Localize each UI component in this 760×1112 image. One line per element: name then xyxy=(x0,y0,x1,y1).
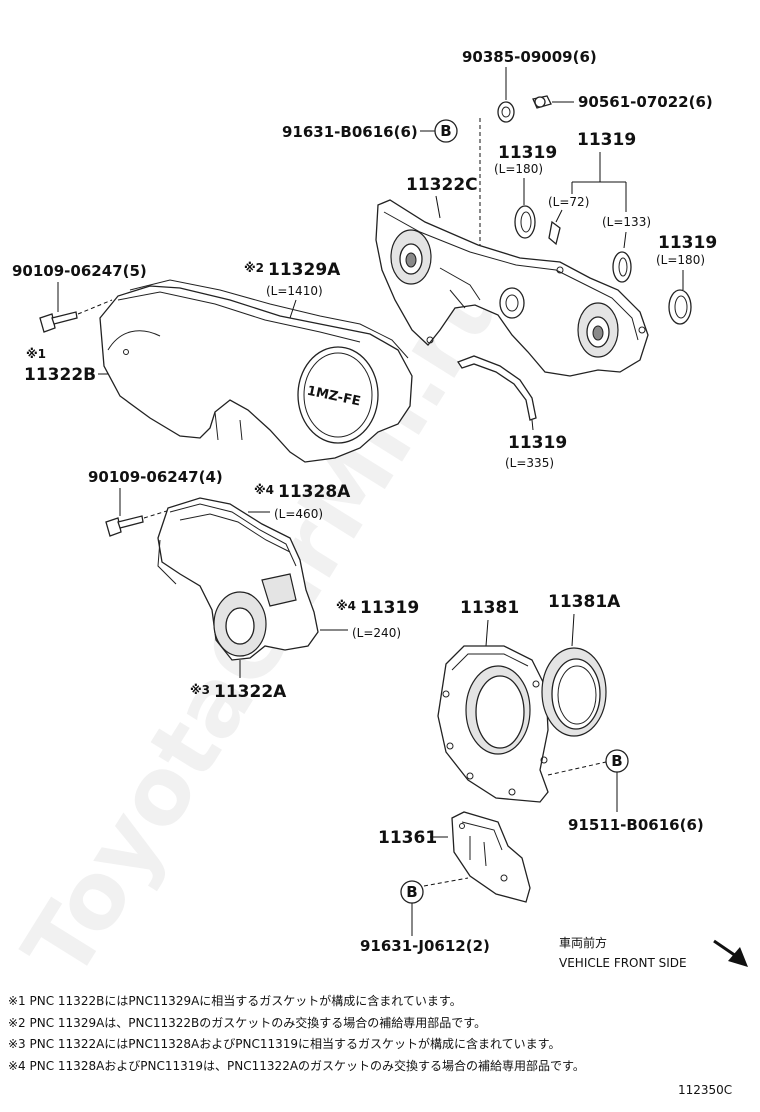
mark-11319-e: ※4 xyxy=(336,599,356,613)
note-1: ※1 PNC 11322BにはPNC11329Aに相当するガスケットが構成に含ま… xyxy=(8,993,462,1008)
mark-11322A: ※3 xyxy=(190,683,210,697)
note-3: ※3 PNC 11322AにはPNC11328AおよびPNC11319に相当する… xyxy=(8,1036,560,1051)
note-4: ※4 PNC 11328AおよびPNC11319は、PNC11322Aのガスケッ… xyxy=(8,1058,585,1073)
label-90561-07022: 90561-07022(6) xyxy=(578,93,713,111)
label-11322C: 11322C xyxy=(406,175,478,195)
label-11319-a: 11319 xyxy=(498,143,557,163)
bolt-90561 xyxy=(532,95,552,109)
gasket-11319-d xyxy=(457,355,537,421)
label-11319-c-length: (L=180) xyxy=(656,253,705,267)
mark-11329A: ※2 xyxy=(244,261,264,275)
plate-11361 xyxy=(451,811,531,903)
bolt-90109-upper xyxy=(39,311,78,333)
oil-seal-11381A xyxy=(541,647,607,737)
label-90385-09009: 90385-09009(6) xyxy=(462,48,597,66)
label-11319-d-length: (L=335) xyxy=(505,456,554,470)
label-11328A-length: (L=460) xyxy=(274,507,323,521)
label-11328A: 11328A xyxy=(278,482,351,502)
label-90109-06247-4: 90109-06247(4) xyxy=(88,468,223,486)
label-11322A: 11322A xyxy=(214,682,287,702)
seal-11319-c xyxy=(668,289,692,325)
label-11322B: 11322B xyxy=(24,365,96,385)
timing-belt-cover-upper-11322B xyxy=(99,279,413,463)
callout-b-right-letter: B xyxy=(611,752,622,770)
seal-11319-b xyxy=(612,251,632,283)
label-91511-B0616: 91511-B0616(6) xyxy=(568,816,704,834)
label-11361: 11361 xyxy=(378,828,437,848)
label-11319-a-length: (L=180) xyxy=(494,162,543,176)
front-arrow-icon xyxy=(713,939,748,967)
label-11329A-length: (L=1410) xyxy=(266,284,323,298)
timing-belt-cover-rear-11322C xyxy=(375,199,649,377)
label-11319-b-length-2: (L=133) xyxy=(602,215,651,229)
label-11381A: 11381A xyxy=(548,592,621,612)
label-11319-d: 11319 xyxy=(508,433,567,453)
bolt-90109-lower xyxy=(105,515,144,537)
direction-jp: 車両前方 xyxy=(559,935,607,950)
label-11329A: 11329A xyxy=(268,260,341,280)
grommet-90385 xyxy=(497,101,515,123)
seal-11319-a xyxy=(514,205,536,239)
label-91631-J0612: 91631-J0612(2) xyxy=(360,937,490,955)
label-11319-c: 11319 xyxy=(658,233,717,253)
label-11319-b-length-1: (L=72) xyxy=(548,195,589,209)
gasket-strip-11319-b xyxy=(548,220,561,246)
callout-b-top xyxy=(434,119,458,143)
label-91631-B0616: 91631-B0616(6) xyxy=(282,123,418,141)
timing-belt-cover-lower-11322A xyxy=(157,497,319,661)
label-11319-b: 11319 xyxy=(577,130,636,150)
note-2: ※2 PNC 11329Aは、PNC11322Bのガスケットのみ交換する場合の補… xyxy=(8,1015,486,1030)
label-11319-e: 11319 xyxy=(360,598,419,618)
mark-11322B: ※1 xyxy=(26,347,46,361)
label-11319-e-length: (L=240) xyxy=(352,626,401,640)
label-90109-06247-5: 90109-06247(5) xyxy=(12,262,147,280)
callout-b-bottom-letter: B xyxy=(406,883,417,901)
diagram-code: 112350C xyxy=(678,1083,732,1097)
label-11381: 11381 xyxy=(460,598,519,618)
callout-b-top-letter: B xyxy=(440,122,451,140)
mark-11328A: ※4 xyxy=(254,483,274,497)
oil-seal-retainer-11381 xyxy=(437,645,549,803)
direction-en: VEHICLE FRONT SIDE xyxy=(559,956,687,970)
